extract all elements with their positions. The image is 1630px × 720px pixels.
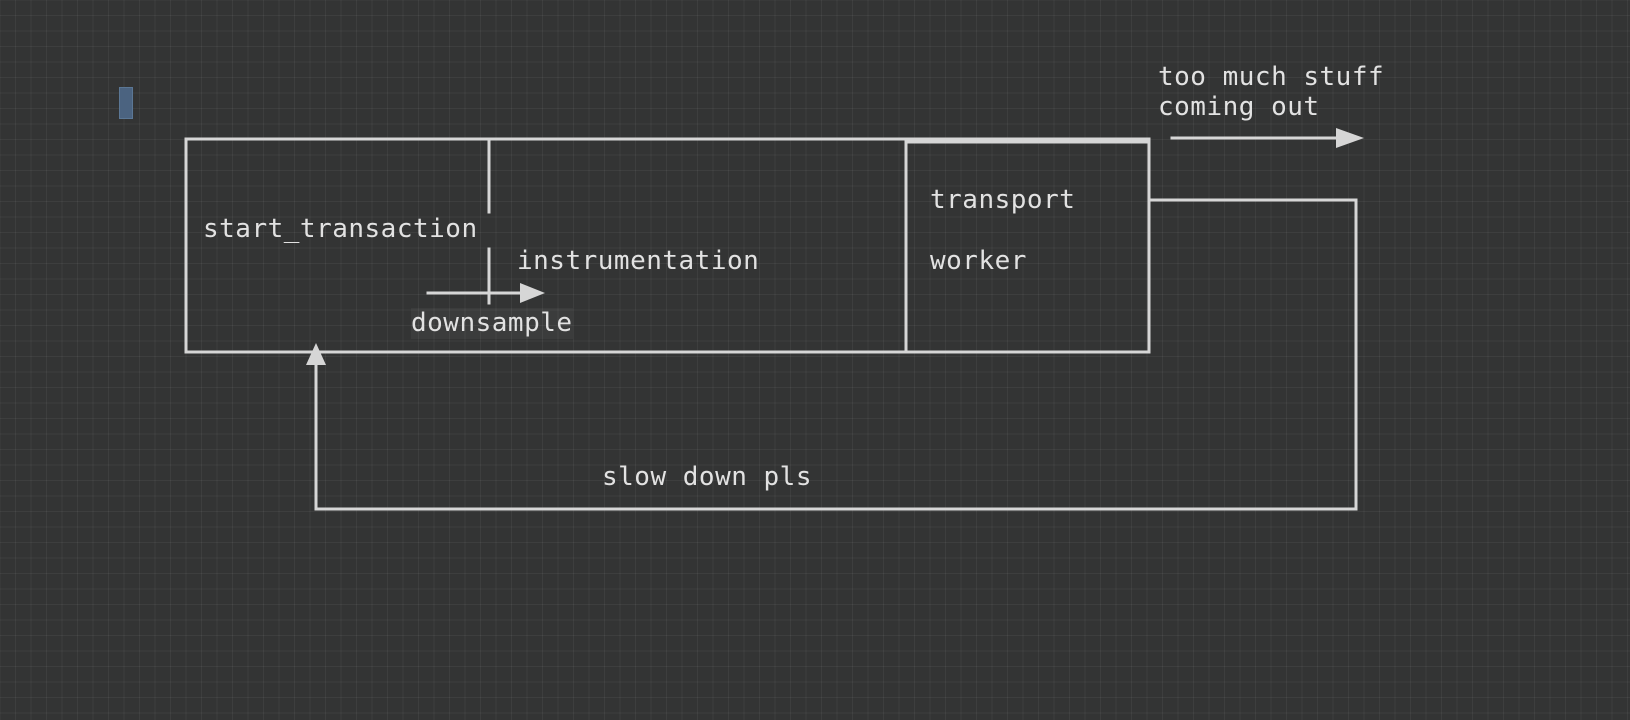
too-much-stuff-label[interactable]: too much stuff	[1158, 62, 1385, 92]
instrumentation-label[interactable]: instrumentation	[517, 246, 760, 276]
start-transaction-label[interactable]: start_transaction	[203, 214, 478, 244]
coming-out-label[interactable]: coming out	[1158, 92, 1320, 122]
selection-cursor-marker[interactable]	[119, 87, 133, 119]
worker-label[interactable]: worker	[930, 246, 1027, 276]
transport-label[interactable]: transport	[930, 185, 1076, 215]
slow-down-pls-label[interactable]: slow down pls	[602, 462, 812, 492]
downsample-label[interactable]: downsample	[411, 308, 573, 339]
feedback-loop-arrow-head	[306, 343, 326, 365]
transport-worker-box[interactable]	[904, 140, 1151, 354]
feedback-loop-line[interactable]	[314, 198, 1358, 511]
downsample-arrow-head	[520, 283, 545, 303]
output-arrow-head	[1336, 128, 1364, 148]
